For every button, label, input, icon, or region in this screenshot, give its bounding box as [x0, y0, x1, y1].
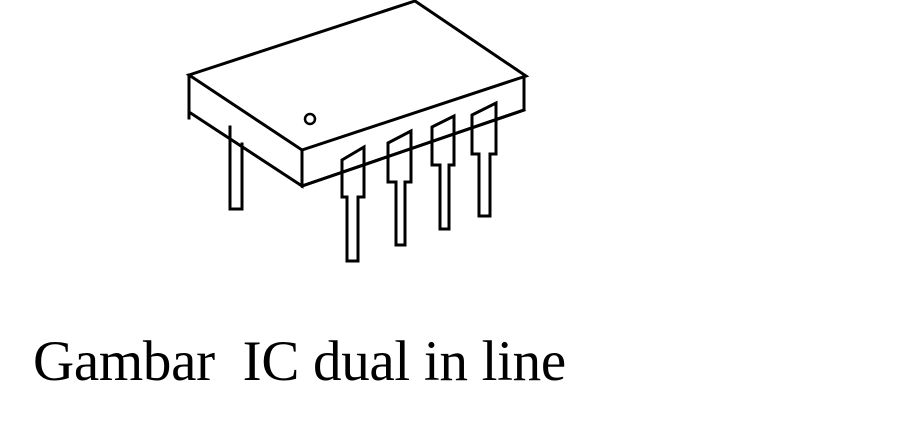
dip-ic-drawing — [185, 0, 530, 263]
dip-ic-body-icon — [185, 0, 530, 189]
ic-pin-back-left-icon — [228, 125, 244, 211]
ic-pin-1-icon — [340, 144, 366, 263]
figure-caption: Gambar IC dual in line — [33, 330, 566, 393]
pin1-dot-icon — [303, 112, 317, 126]
ic-pin-3-icon — [430, 113, 456, 231]
ic-pin-2-icon — [386, 128, 413, 247]
